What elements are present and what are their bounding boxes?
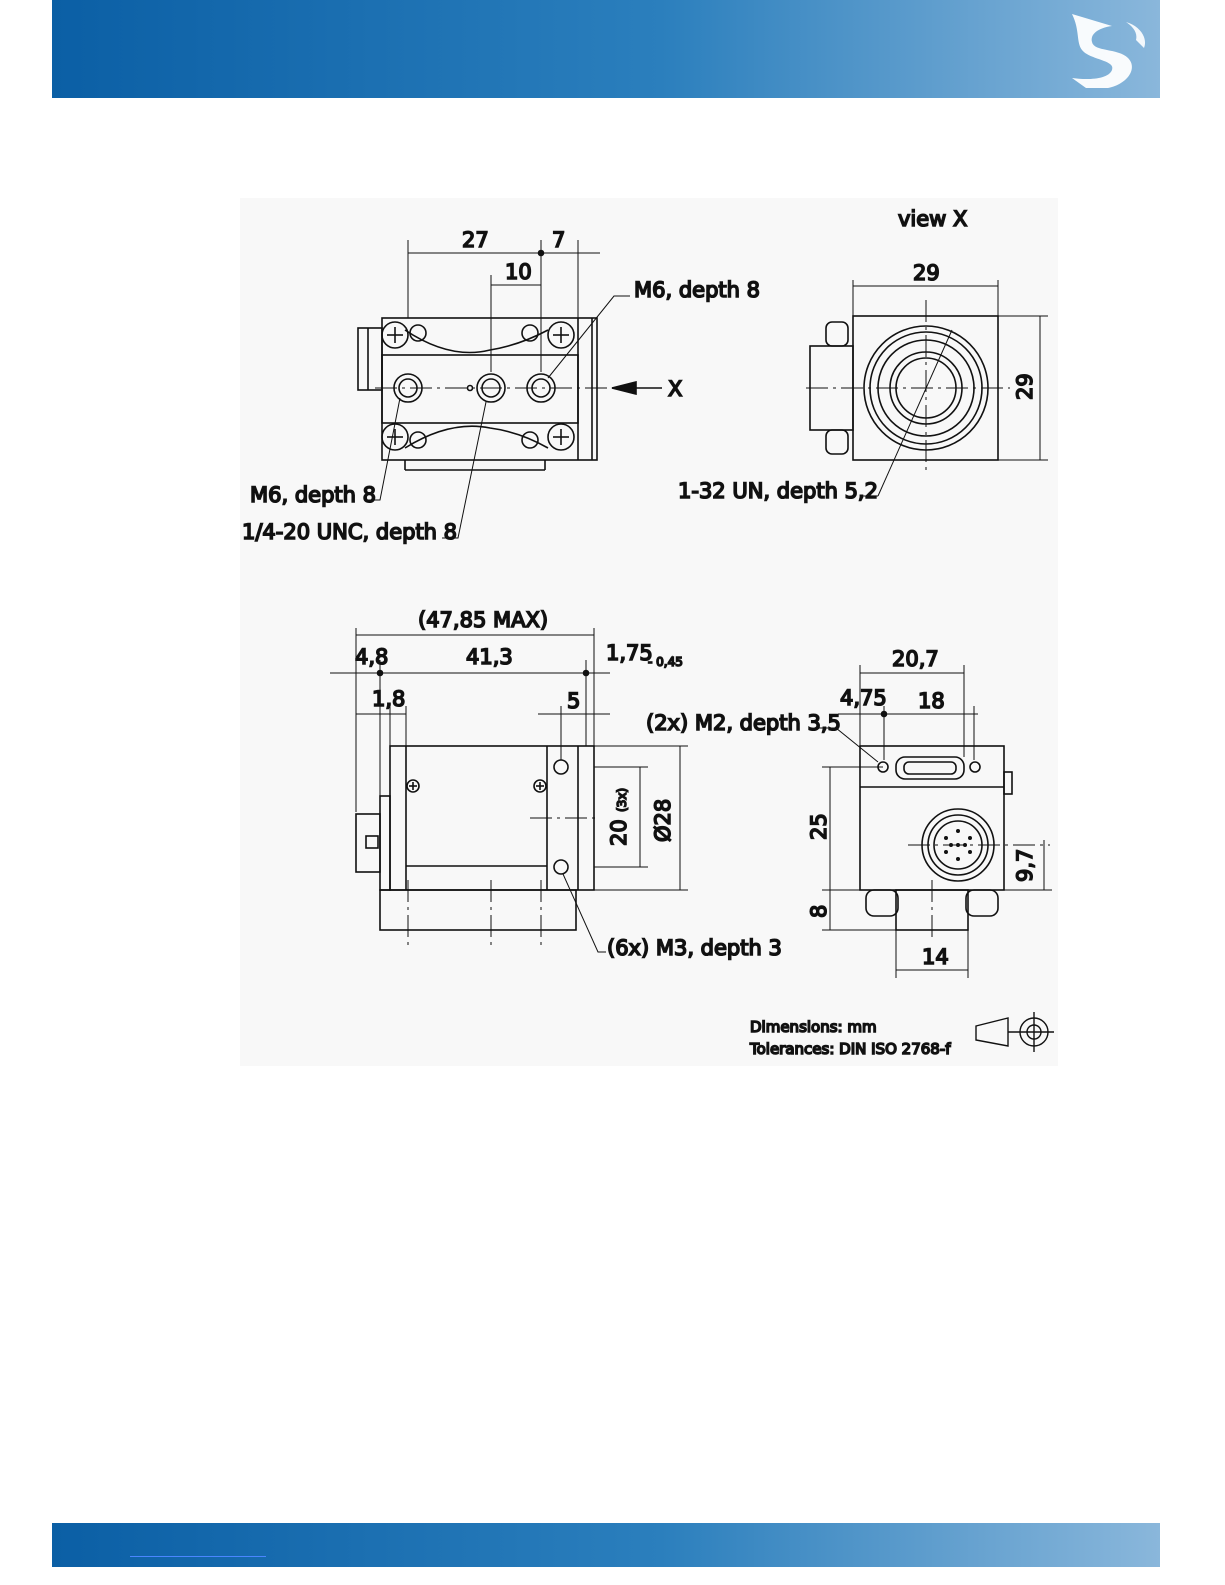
footer-link-underline [130,1556,266,1557]
view-x-arrow-label: X [668,377,682,401]
side-view-body [390,746,594,890]
dimension-29-width: 29 [913,261,940,285]
dimension-dia-28: Ø28 [651,799,675,842]
dimension-1-75: 1,75 [606,641,653,665]
dimension-25: 25 [807,813,831,840]
dimension-47-85: (47,85 MAX) [418,608,548,632]
screw-icon [382,322,574,450]
note-tolerances: Tolerances: DIN ISO 2768-f [749,1040,951,1058]
dimension-4-8: 4,8 [355,645,388,669]
footer-band [52,1523,1160,1567]
dimension-27: 27 [462,228,489,252]
dimension-20-7: 20,7 [892,647,939,671]
dimension-10: 10 [505,260,532,284]
dimension-20-qty: (3x) [615,788,629,812]
side-view: (47,85 MAX) 4,8 41,3 1,75 - 0,45 1,8 5 2… [330,608,782,960]
callout-m3: (6x) M3, depth 3 [607,936,782,960]
rear-view: 20,7 4,75 18 (2x) M2, depth 3,5 25 8 9,7… [646,647,1052,978]
dimension-8: 8 [807,905,831,918]
top-view-mount-plate [382,355,578,423]
callout-unc: 1/4-20 UNC, depth 8 [242,520,457,544]
dimension-1-8: 1,8 [372,687,405,711]
tolerance-0-45: - 0,45 [648,655,683,669]
callout-m2: (2x) M2, depth 3,5 [646,711,841,735]
dimension-41-3: 41,3 [466,645,513,669]
callout-m6-right: M6, depth 8 [634,278,760,302]
usb-port-icon [896,757,964,779]
dimension-5: 5 [567,689,580,713]
dimension-4-75: 4,75 [840,686,887,710]
callout-1-32-un: 1-32 UN, depth 5,2 [678,479,878,503]
note-dimensions: Dimensions: mm [750,1018,877,1036]
callout-m6-left: M6, depth 8 [250,483,376,507]
dimension-14: 14 [922,945,949,969]
view-x-title: view X [898,207,967,231]
view-x: view X 1-32 UN, depth 5,2 29 29 [678,207,1048,503]
dimension-7: 7 [552,228,565,252]
first-angle-projection-icon [976,1012,1054,1052]
dimension-18: 18 [918,689,945,713]
dimension-9-7: 9,7 [1013,849,1037,882]
dimension-20: 20 [607,819,631,846]
dimension-29-height: 29 [1013,373,1037,400]
